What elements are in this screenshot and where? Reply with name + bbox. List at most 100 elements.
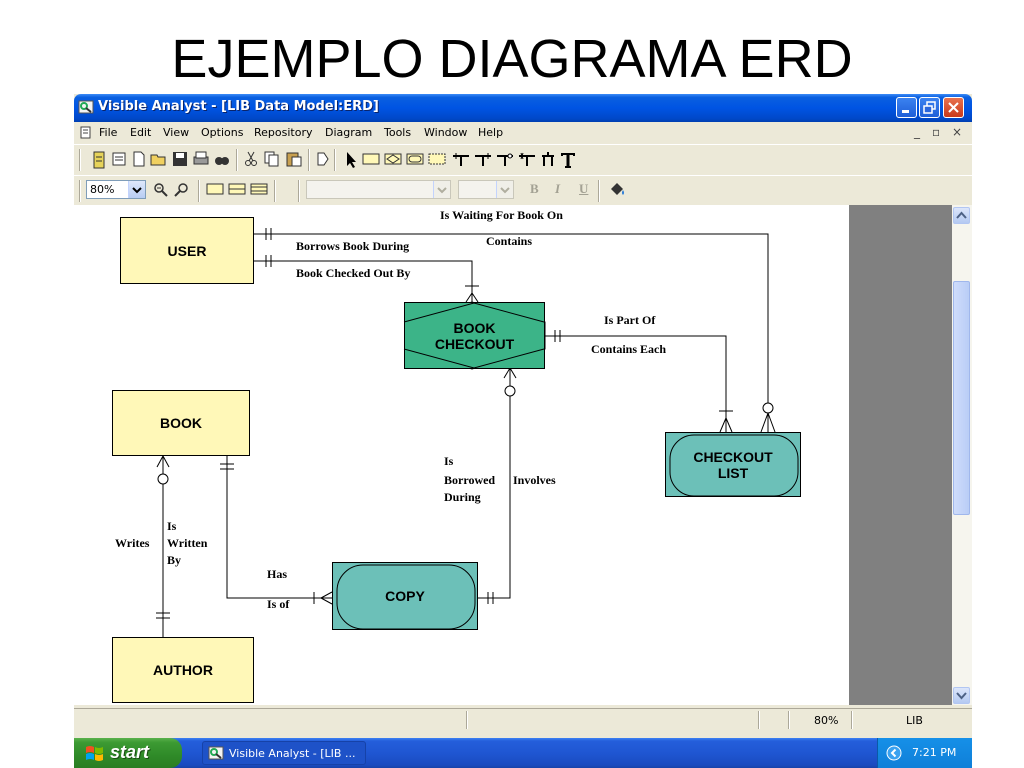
entity-book[interactable]: BOOK (112, 390, 250, 456)
minimize-icon (902, 110, 909, 113)
bold-button[interactable]: B (530, 181, 539, 196)
font-size-select[interactable] (458, 180, 514, 199)
yellow-box-double-icon[interactable] (250, 181, 268, 197)
attributive-entity-tool-icon[interactable] (406, 151, 424, 167)
subtype-tool-icon[interactable] (540, 151, 556, 167)
show-hidden-icons-icon[interactable] (886, 745, 902, 761)
rel-label-during[interactable]: During (444, 490, 481, 504)
rel-label-book-checked-out-by[interactable]: Book Checked Out By (296, 266, 411, 280)
cut-icon[interactable] (244, 151, 258, 167)
vertical-scrollbar[interactable] (952, 205, 972, 705)
clock[interactable]: 7:21 PM (912, 746, 957, 759)
associative-entity-tool-icon[interactable] (384, 151, 402, 167)
slide-title: EJEMPLO DIAGRAMA ERD (171, 29, 853, 89)
view-tool-icon[interactable] (428, 151, 446, 167)
print-icon[interactable] (192, 151, 210, 167)
toolbar-separator (236, 149, 238, 171)
save-icon[interactable] (172, 151, 188, 167)
menu-file[interactable]: File (99, 126, 118, 139)
rel-label-is-of[interactable]: Is of (267, 597, 290, 611)
minimize-button[interactable] (896, 97, 917, 118)
menu-view[interactable]: View (163, 126, 190, 139)
mdi-close-button[interactable]: × (952, 125, 963, 139)
maximize-icon (923, 101, 936, 114)
menu-tools[interactable]: Tools (384, 126, 412, 139)
rel-label-is-waiting-for-book-on[interactable]: Is Waiting For Book On (440, 208, 563, 222)
entity-copy[interactable]: COPY (332, 562, 478, 630)
rel-label-borrowed[interactable]: Borrowed (444, 473, 496, 487)
zoom-out-icon[interactable] (174, 181, 192, 197)
entity-book-checkout[interactable]: BOOK CHECKOUT (404, 302, 545, 369)
menu-repository[interactable]: Repository (254, 126, 313, 139)
mdi-restore-button[interactable]: ▫ (932, 125, 941, 139)
rel-label-has[interactable]: Has (267, 567, 288, 581)
rel-label-is[interactable]: Is (444, 454, 454, 468)
tag-icon[interactable] (316, 151, 330, 167)
start-button[interactable]: start (74, 738, 182, 768)
relationship-tool-2-icon[interactable] (474, 151, 492, 167)
associative-entity-diamond-icon (404, 302, 545, 369)
relationship-tool-4-icon[interactable] (518, 151, 536, 167)
scroll-thumb[interactable] (953, 281, 970, 515)
rel-label-is-written-1[interactable]: Is (167, 519, 177, 533)
list-icon[interactable] (112, 151, 126, 167)
open-folder-icon[interactable] (150, 151, 168, 167)
font-name-select[interactable] (306, 180, 451, 199)
relationship-tool-1-icon[interactable] (452, 151, 470, 167)
yellow-box-lined-icon[interactable] (228, 181, 246, 197)
taskbar-item-label: Visible Analyst - [LIB ... (229, 747, 356, 760)
toolbar-separator (298, 180, 300, 202)
paste-icon[interactable] (286, 151, 302, 167)
rel-label-is-written-3[interactable]: By (167, 553, 182, 567)
chevron-down-icon[interactable] (433, 181, 450, 198)
taskbar-item-visible-analyst[interactable]: Visible Analyst - [LIB ... (202, 741, 366, 765)
copy-icon[interactable] (264, 151, 280, 167)
zoom-in-icon[interactable] (152, 181, 170, 197)
entity-book-checkout-label-1: BOOK (453, 319, 496, 336)
attributive-entity-icon (669, 434, 799, 497)
close-button[interactable] (943, 97, 964, 118)
menu-diagram[interactable]: Diagram (325, 126, 373, 139)
scroll-down-button[interactable] (953, 687, 970, 704)
menu-edit[interactable]: Edit (130, 126, 152, 139)
rel-label-is-written-2[interactable]: Written (167, 536, 208, 550)
menu-window[interactable]: Window (424, 126, 468, 139)
new-file-icon[interactable] (132, 151, 146, 167)
relationship-tool-3-icon[interactable] (496, 151, 514, 167)
menu-help[interactable]: Help (478, 126, 504, 139)
scroll-up-button[interactable] (953, 207, 970, 224)
underline-button[interactable]: U (579, 181, 589, 196)
yellow-box-icon[interactable] (206, 181, 224, 197)
find-icon[interactable] (214, 151, 230, 167)
window-title: Visible Analyst - [LIB Data Model:ERD] (98, 99, 379, 114)
zoom-select[interactable]: 80% (86, 180, 146, 199)
status-zoom: 80% (814, 714, 839, 727)
entity-checkout-list[interactable]: CHECKOUT LIST (665, 432, 801, 497)
rel-label-writes[interactable]: Writes (115, 536, 150, 550)
entity-user[interactable]: USER (120, 217, 254, 284)
diagram-canvas[interactable]: USER BOOK CHECKOUT BOOK CHECKOUT LIST CO… (74, 205, 849, 705)
fill-color-icon[interactable] (608, 181, 626, 197)
mdi-minimize-button[interactable]: _ (914, 125, 920, 139)
entity-author[interactable]: AUTHOR (112, 637, 254, 703)
chevron-down-icon[interactable] (128, 181, 145, 198)
rel-label-borrows-book-during[interactable]: Borrows Book During (296, 239, 410, 253)
entity-checkout-list-label-2: LIST (717, 464, 749, 481)
chevron-down-icon[interactable] (496, 181, 513, 198)
rel-label-contains-each[interactable]: Contains Each (591, 342, 667, 356)
rel-label-involves[interactable]: Involves (513, 473, 556, 487)
maximize-button[interactable] (919, 97, 940, 118)
chevron-up-icon (956, 211, 967, 219)
italic-button[interactable]: I (555, 181, 561, 196)
pointer-icon[interactable] (344, 151, 358, 169)
entity-tool-icon[interactable] (362, 151, 380, 167)
entity-book-label: BOOK (160, 415, 202, 431)
repository-icon[interactable] (92, 151, 106, 169)
text-tool-icon[interactable] (560, 151, 576, 169)
rel-label-is-part-of[interactable]: Is Part Of (604, 313, 656, 327)
entity-copy-label: COPY (385, 588, 425, 604)
main-toolbar (74, 144, 972, 175)
rel-label-contains[interactable]: Contains (486, 234, 533, 248)
title-bar[interactable]: Visible Analyst - [LIB Data Model:ERD] (74, 94, 972, 122)
menu-options[interactable]: Options (201, 126, 244, 139)
